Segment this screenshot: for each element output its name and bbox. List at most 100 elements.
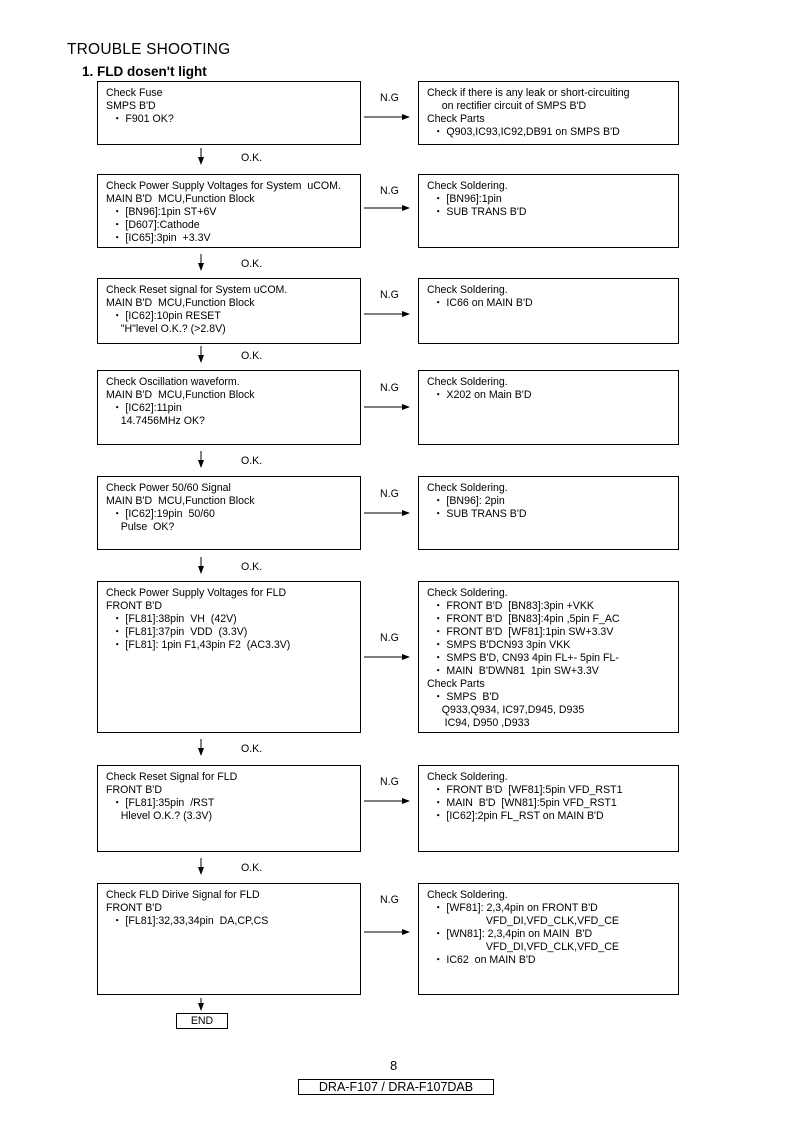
ok-label: O.K. [241,743,263,755]
ng-label: N.G [380,382,399,394]
check-line: Check Power 50/60 Signal [106,482,231,494]
check-line: ・ [IC62]:11pin [106,402,182,414]
check-line: Check Fuse [106,87,163,99]
action-line: ・ [IC62]:2pin FL_RST on MAIN B'D [427,810,604,822]
check-line: ・ [IC62]:19pin 50/60 [106,508,215,520]
ng-label: N.G [380,289,399,301]
ok-label: O.K. [241,152,263,164]
check-line: ・ [FL81]:35pin /RST [106,797,215,809]
action-line: ・ [WN81]: 2,3,4pin on MAIN B'D [427,928,593,940]
check-line: Check Power Supply Voltages for FLD [106,587,287,599]
action-line: ・ FRONT B'D [BN83]:3pin +VKK [427,600,594,612]
action-line: ・ Q903,IC93,IC92,DB91 on SMPS B'D [427,126,620,138]
action-line: Check Parts [427,113,485,125]
check-line: 14.7456MHz OK? [106,415,205,427]
check-line: MAIN B'D MCU,Function Block [106,297,255,309]
check-line: Check FLD Dirive Signal for FLD [106,889,260,901]
action-line: VFD_DI,VFD_CLK,VFD_CE [427,915,619,927]
check-box-step-2: Check Power Supply Voltages for System u… [97,174,361,248]
check-line: ・ F901 OK? [106,113,174,125]
ng-label: N.G [380,894,399,906]
action-line: Check if there is any leak or short-circ… [427,87,630,99]
section-heading: 1. FLD dosen't light [82,64,207,79]
action-box-step-5: Check Soldering. ・ [BN96]: 2pin ・ SUB TR… [418,476,679,550]
check-line: FRONT B'D [106,902,162,914]
check-line: ・ [IC62]:10pin RESET [106,310,221,322]
check-line: Hlevel O.K.? (3.3V) [106,810,212,822]
page-number: 8 [390,1058,398,1073]
check-line: SMPS B'D [106,100,156,112]
action-box-step-4: Check Soldering. ・ X202 on Main B'D [418,370,679,445]
action-line: ・ SMPS B'DCN93 3pin VKK [427,639,571,651]
ng-label: N.G [380,632,399,644]
action-line: ・ [BN96]:1pin [427,193,502,205]
check-line: ・ [FL81]:38pin VH (42V) [106,613,237,625]
check-line: Pulse OK? [106,521,175,533]
action-line: on rectifier circuit of SMPS B'D [427,100,587,112]
action-line: ・ MAIN B'DWN81 1pin SW+3.3V [427,665,599,677]
ok-label: O.K. [241,350,263,362]
check-line: "H"level O.K.? (>2.8V) [106,323,226,335]
action-line: ・ X202 on Main B'D [427,389,532,401]
action-line: Check Soldering. [427,482,508,494]
check-line: MAIN B'D MCU,Function Block [106,389,255,401]
action-line: ・ [BN96]: 2pin [427,495,505,507]
action-line: Check Soldering. [427,771,508,783]
action-line: Check Soldering. [427,889,508,901]
action-line: ・ SMPS B'D, CN93 4pin FL+- 5pin FL- [427,652,619,664]
check-line: Check Oscillation waveform. [106,376,240,388]
action-box-step-7: Check Soldering. ・ FRONT B'D [WF81]:5pin… [418,765,679,852]
check-line: ・ [FL81]:32,33,34pin DA,CP,CS [106,915,269,927]
action-box-step-2: Check Soldering. ・ [BN96]:1pin ・ SUB TRA… [418,174,679,248]
action-line: ・ FRONT B'D [WF81]:5pin VFD_RST1 [427,784,623,796]
action-line: ・ [WF81]: 2,3,4pin on FRONT B'D [427,902,598,914]
check-line: ・ [IC65]:3pin +3.3V [106,232,211,244]
action-line: ・ SUB TRANS B'D [427,206,527,218]
action-line: Check Soldering. [427,376,508,388]
ng-label: N.G [380,92,399,104]
ng-label: N.G [380,776,399,788]
check-line: ・ [FL81]:37pin VDD (3.3V) [106,626,248,638]
check-box-step-4: Check Oscillation waveform.MAIN B'D MCU,… [97,370,361,445]
end-terminator: END [176,1013,228,1029]
check-box-step-3: Check Reset signal for System uCOM.MAIN … [97,278,361,344]
check-line: FRONT B'D [106,600,162,612]
check-line: FRONT B'D [106,784,162,796]
model-number: DRA-F107 / DRA-F107DAB [298,1079,494,1095]
action-line: ・ SMPS B'D [427,691,500,703]
check-line: ・ [D607]:Cathode [106,219,200,231]
check-line: ・ [BN96]:1pin ST+6V [106,206,217,218]
action-line: ・ SUB TRANS B'D [427,508,527,520]
ok-label: O.K. [241,455,263,467]
action-line: Check Soldering. [427,180,508,192]
check-line: MAIN B'D MCU,Function Block [106,193,255,205]
page-title: TROUBLE SHOOTING [67,41,231,58]
check-line: MAIN B'D MCU,Function Block [106,495,255,507]
action-line: Q933,Q934, IC97,D945, D935 [427,704,585,716]
ng-label: N.G [380,488,399,500]
action-line: ・ IC66 on MAIN B'D [427,297,533,309]
action-line: VFD_DI,VFD_CLK,VFD_CE [427,941,619,953]
action-box-step-1: Check if there is any leak or short-circ… [418,81,679,145]
ok-label: O.K. [241,258,263,270]
action-line: ・ FRONT B'D [BN83]:4pin ,5pin F_AC [427,613,620,625]
action-line: IC94, D950 ,D933 [427,717,530,729]
action-line: ・ IC62 on MAIN B'D [427,954,536,966]
action-box-step-3: Check Soldering. ・ IC66 on MAIN B'D [418,278,679,344]
check-line: Check Reset signal for System uCOM. [106,284,288,296]
action-box-step-8: Check Soldering. ・ [WF81]: 2,3,4pin on F… [418,883,679,995]
action-box-step-6: Check Soldering. ・ FRONT B'D [BN83]:3pin… [418,581,679,733]
check-line: ・ [FL81]: 1pin F1,43pin F2 (AC3.3V) [106,639,291,651]
ng-label: N.G [380,185,399,197]
check-line: Check Reset Signal for FLD [106,771,238,783]
action-line: Check Soldering. [427,587,508,599]
action-line: ・ FRONT B'D [WF81]:1pin SW+3.3V [427,626,614,638]
check-line: Check Power Supply Voltages for System u… [106,180,341,192]
action-line: ・ MAIN B'D [WN81]:5pin VFD_RST1 [427,797,617,809]
ok-label: O.K. [241,862,263,874]
